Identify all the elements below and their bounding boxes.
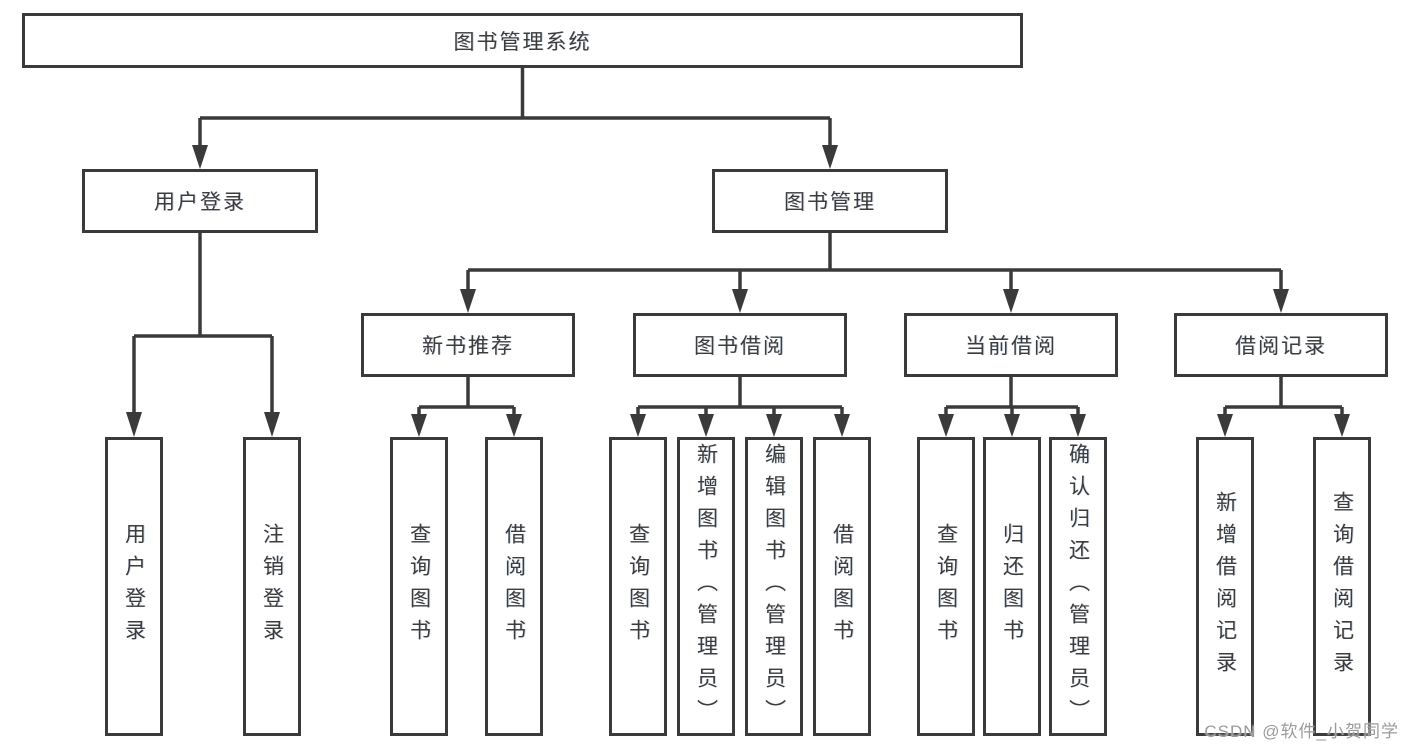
arrowhead	[766, 414, 782, 437]
node-label: 用户登录	[122, 522, 146, 651]
arrowhead	[1004, 414, 1020, 437]
node-book-borrow: 图书借阅	[633, 313, 847, 377]
leaf-edit-book-admin: 编辑图书（管理员）	[745, 437, 803, 736]
node-label: 查询图书	[407, 522, 431, 651]
leaf-user-login: 用户登录	[105, 437, 163, 736]
node-label: 借阅记录	[1235, 335, 1327, 358]
arrowhead	[506, 414, 522, 437]
arrowhead	[630, 414, 646, 437]
node-label: 查询借阅记录	[1330, 490, 1354, 683]
arrowhead	[1273, 289, 1289, 313]
node-label: 查询图书	[626, 522, 650, 651]
node-new-book-recommend: 新书推荐	[361, 313, 575, 377]
arrowhead	[192, 145, 208, 169]
node-label: 用户登录	[154, 191, 246, 214]
arrowhead	[411, 414, 427, 437]
leaf-borrow-books-recommend: 借阅图书	[485, 437, 543, 736]
edge-current-borrow-to-leaves	[938, 377, 1086, 437]
leaf-query-books-recommend: 查询图书	[390, 437, 448, 736]
node-label: 借阅图书	[502, 522, 526, 651]
leaf-return-books: 归还图书	[983, 437, 1041, 736]
node-current-borrow: 当前借阅	[904, 313, 1118, 377]
leaf-add-borrow-record: 新增借阅记录	[1196, 437, 1254, 736]
node-label: 编辑图书（管理员）	[762, 442, 786, 731]
node-label: 图书借阅	[694, 335, 786, 358]
arrowhead	[698, 414, 714, 437]
leaf-confirm-return-admin: 确认归还（管理员）	[1049, 437, 1107, 736]
leaf-query-books-borrow: 查询图书	[609, 437, 667, 736]
node-book-management: 图书管理	[712, 169, 948, 233]
leaf-borrow-books: 借阅图书	[813, 437, 871, 736]
node-label: 查询图书	[934, 522, 958, 651]
edge-borrow-records-to-leaves	[1217, 377, 1350, 437]
node-label: 归还图书	[1000, 522, 1024, 651]
leaf-logout: 注销登录	[243, 437, 301, 736]
arrowhead	[834, 414, 850, 437]
arrowhead	[732, 289, 748, 313]
node-label: 新增借阅记录	[1213, 490, 1237, 683]
arrowhead	[126, 412, 142, 437]
node-label: 新增图书（管理员）	[694, 442, 718, 731]
node-label: 注销登录	[260, 522, 284, 651]
node-label: 确认归还（管理员）	[1066, 442, 1090, 731]
leaf-add-book-admin: 新增图书（管理员）	[677, 437, 735, 736]
arrowhead	[264, 412, 280, 437]
edge-user-login-to-leaves	[126, 233, 280, 437]
leaf-query-books-current: 查询图书	[917, 437, 975, 736]
node-label: 图书管理系统	[453, 30, 592, 54]
node-user-login: 用户登录	[82, 169, 318, 233]
arrowhead	[460, 289, 476, 313]
arrowhead	[1003, 289, 1019, 313]
node-label: 新书推荐	[422, 335, 514, 358]
node-label: 借阅图书	[830, 522, 854, 651]
watermark: CSDN @软件_小贺同学	[1204, 722, 1399, 741]
node-label: 图书管理	[784, 191, 876, 214]
arrowhead	[822, 145, 838, 169]
arrowhead	[938, 414, 954, 437]
edge-new-book-recommend-to-leaves	[411, 377, 522, 437]
arrowhead	[1070, 414, 1086, 437]
node-library-management-system: 图书管理系统	[22, 13, 1023, 68]
edge-book-management-to-level3	[460, 233, 1289, 313]
arrowhead	[1217, 414, 1233, 437]
node-label: 当前借阅	[965, 335, 1057, 358]
node-borrow-records: 借阅记录	[1174, 313, 1388, 377]
edge-book-borrow-to-leaves	[630, 377, 850, 437]
leaf-query-borrow-record: 查询借阅记录	[1313, 437, 1371, 736]
edge-root-to-level2	[192, 68, 838, 169]
arrowhead	[1334, 414, 1350, 437]
